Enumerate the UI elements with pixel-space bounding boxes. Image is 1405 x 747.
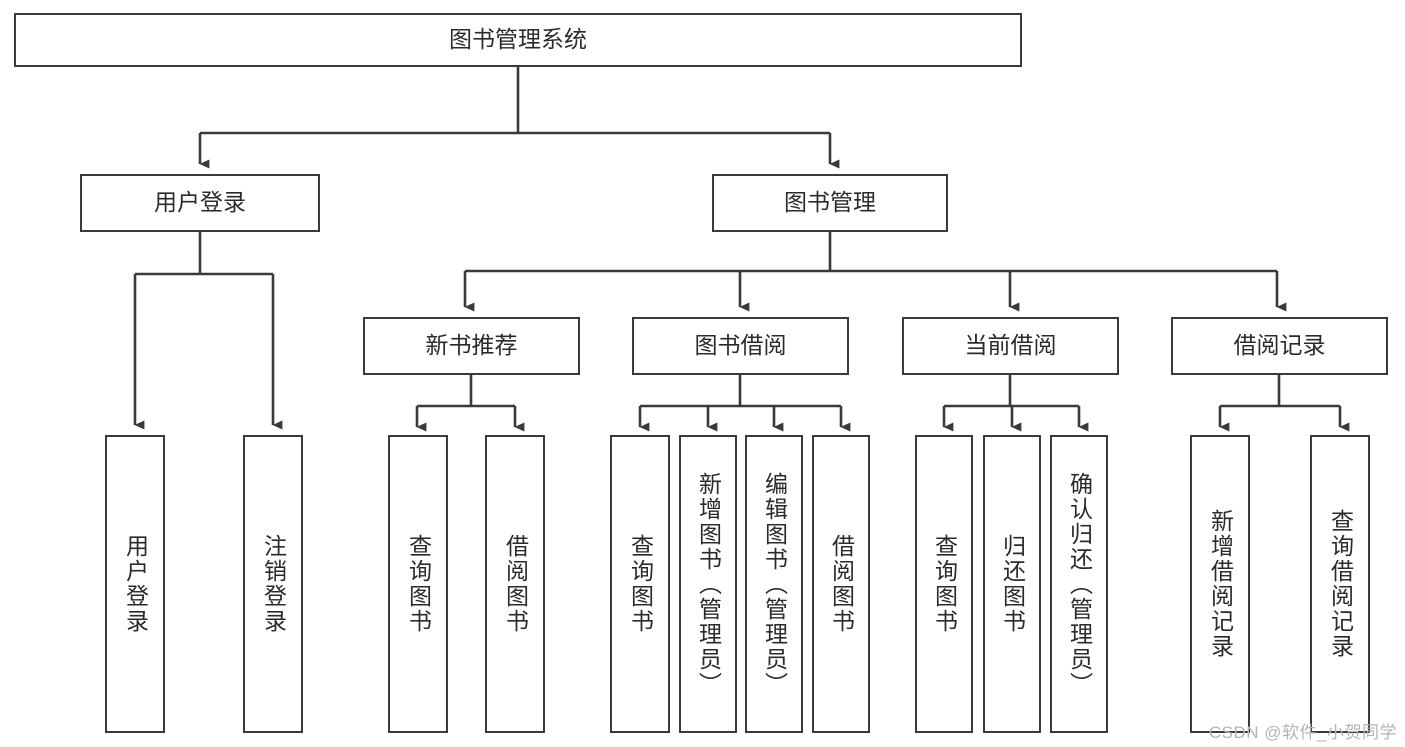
node-borrow-record-label: 借阅记录 [1233, 332, 1326, 359]
node-current-borrow-label: 当前借阅 [964, 332, 1057, 359]
node-book-manage[interactable]: 图书管理 [712, 174, 948, 232]
node-leaf-query-book-2-label: 查询图书 [627, 534, 654, 634]
node-leaf-add-book[interactable]: 新增图书（管理员） [679, 435, 737, 733]
node-leaf-edit-book-label: 编辑图书（管理员） [761, 471, 788, 697]
node-leaf-query-book-1-label: 查询图书 [405, 534, 432, 634]
node-current-borrow[interactable]: 当前借阅 [902, 317, 1119, 375]
node-leaf-add-book-label: 新增图书（管理员） [695, 471, 722, 697]
node-leaf-query-book-3-label: 查询图书 [931, 534, 958, 634]
node-leaf-query-book-1[interactable]: 查询图书 [388, 435, 448, 733]
node-leaf-confirm-return[interactable]: 确认归还（管理员） [1050, 435, 1108, 733]
node-leaf-borrow-book-2[interactable]: 借阅图书 [812, 435, 870, 733]
node-leaf-return-book-label: 归还图书 [999, 534, 1026, 634]
node-new-book-recommend[interactable]: 新书推荐 [363, 317, 580, 375]
node-leaf-query-book-3[interactable]: 查询图书 [915, 435, 973, 733]
node-leaf-add-record[interactable]: 新增借阅记录 [1190, 435, 1250, 733]
node-root-label: 图书管理系统 [449, 26, 587, 53]
node-leaf-borrow-book-2-label: 借阅图书 [828, 534, 855, 634]
node-borrow-record[interactable]: 借阅记录 [1171, 317, 1388, 375]
node-book-manage-label: 图书管理 [784, 189, 876, 216]
node-leaf-query-book-2[interactable]: 查询图书 [610, 435, 670, 733]
node-leaf-return-book[interactable]: 归还图书 [983, 435, 1041, 733]
node-leaf-query-record-label: 查询借阅记录 [1327, 509, 1354, 659]
node-leaf-logout-label: 注销登录 [260, 534, 287, 634]
node-leaf-borrow-book-1-label: 借阅图书 [502, 534, 529, 634]
node-user-login[interactable]: 用户登录 [80, 174, 320, 232]
node-leaf-logout[interactable]: 注销登录 [243, 435, 303, 733]
node-new-book-recommend-label: 新书推荐 [425, 332, 518, 359]
node-user-login-label: 用户登录 [154, 189, 246, 216]
node-leaf-confirm-return-label: 确认归还（管理员） [1066, 471, 1093, 697]
node-leaf-query-record[interactable]: 查询借阅记录 [1310, 435, 1370, 733]
node-book-borrow-label: 图书借阅 [694, 332, 787, 359]
node-leaf-borrow-book-1[interactable]: 借阅图书 [485, 435, 545, 733]
node-leaf-user-login[interactable]: 用户登录 [105, 435, 165, 733]
node-leaf-edit-book[interactable]: 编辑图书（管理员） [745, 435, 803, 733]
node-root[interactable]: 图书管理系统 [14, 13, 1022, 67]
node-leaf-user-login-label: 用户登录 [122, 534, 149, 634]
node-leaf-add-record-label: 新增借阅记录 [1207, 509, 1234, 659]
node-book-borrow[interactable]: 图书借阅 [632, 317, 849, 375]
watermark-text: CSDN @软件_小贺同学 [1208, 723, 1397, 742]
